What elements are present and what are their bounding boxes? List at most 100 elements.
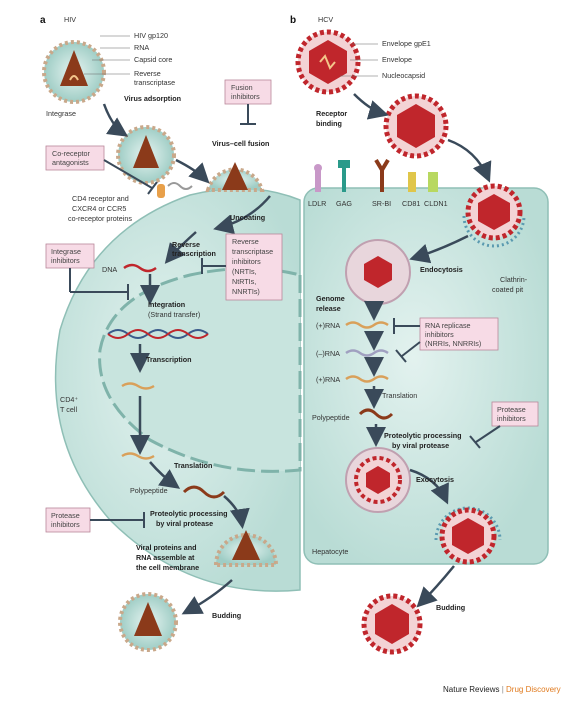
hiv-budding-label: Budding	[212, 611, 241, 620]
hcv-label: HCV	[318, 15, 333, 24]
hcv-receptors	[314, 158, 438, 192]
exocytosis-label: Exocytosis	[416, 475, 454, 484]
hiv-virion-budding	[118, 592, 178, 652]
virus-adsorption-label: Virus adsorption	[124, 94, 181, 103]
cd4-receptor-icon	[157, 182, 193, 198]
arrow-binding	[353, 93, 389, 120]
hiv-legend: HIV gp120 RNA Capsid core Reverse transc…	[84, 31, 175, 87]
hcv-polypeptide-label: Polypeptide	[312, 413, 350, 422]
receptor-binding-2: binding	[316, 119, 342, 128]
cd4-receptor-2: CXCR4 or CCR5	[72, 204, 126, 213]
rt-label-1: Reverse	[172, 240, 200, 249]
coreceptor-1: Co-receptor	[52, 149, 91, 158]
receptor-cd81: CD81	[402, 199, 420, 208]
rna-replicase-inhibitors-box: RNA replicase inhibitors (NRRIs, NNRRIs)	[393, 317, 499, 363]
coreceptor-antagonists-box: Co-receptor antagonists	[45, 145, 158, 195]
hcv-virion-top	[295, 29, 361, 95]
hpi-2: inhibitors	[51, 520, 80, 529]
hcv-virion-pit	[462, 183, 526, 248]
clathrin-2: coated pit	[492, 285, 523, 294]
rri-2: inhibitors	[425, 330, 454, 339]
cd4-receptor-3: co-receptor proteins	[68, 214, 132, 223]
hcv-polypeptide	[358, 408, 394, 420]
hiv-label: HIV	[64, 15, 76, 24]
hpi-1: Protease	[51, 511, 80, 520]
rna-minus	[345, 349, 389, 357]
arrow-endocytosis	[409, 234, 469, 264]
hiv-translation-label: Translation	[174, 461, 212, 470]
rna-plus-2	[345, 375, 389, 383]
credit-section: Drug Discovery	[506, 685, 561, 694]
transcription-label: Transcription	[146, 355, 192, 364]
rna-plus	[345, 321, 389, 329]
hcv-virion-budded	[361, 593, 423, 655]
rti-4: (NRTIs,	[232, 267, 257, 276]
hcv-protease-inhibitors-box: Protease inhibitors	[469, 401, 539, 449]
hcv-legend: Envelope gpE1 Envelope Nucleocapsid	[340, 39, 431, 80]
hiv-polypeptide	[182, 485, 226, 499]
hiv-virion-top	[42, 40, 106, 104]
mrna-1	[121, 382, 155, 390]
rri-1: RNA replicase	[425, 321, 471, 330]
legend-envelope: Envelope	[382, 55, 412, 64]
clathrin-1: Clathrin-	[500, 275, 528, 284]
dna-strand	[123, 263, 157, 273]
hcv-virion-exiting	[434, 506, 502, 565]
hcv-budding-label: Budding	[436, 603, 465, 612]
hiv-virion-assembling	[213, 530, 279, 567]
fusion-inhibitors-1: Fusion	[231, 83, 253, 92]
cpi-1: Protease	[497, 405, 526, 414]
hcv-translation-label: Translation	[382, 391, 417, 400]
rna-plus-label: (+)RNA	[316, 321, 340, 330]
coreceptor-2: antagonists	[52, 158, 89, 167]
ii-1: Integrase	[51, 247, 81, 256]
rti-1: Reverse	[232, 237, 259, 246]
legend-rt-2: transcriptase	[134, 78, 175, 87]
rti-6: NNRTIs)	[232, 287, 260, 296]
arrow-translation	[149, 461, 181, 489]
receptor-srbi: SR-BI	[372, 199, 391, 208]
legend-gp120: HIV gp120	[134, 31, 168, 40]
arrow-uncoating	[213, 195, 271, 235]
integration-1: Integration	[148, 300, 185, 309]
assemble-3: the cell membrane	[136, 563, 199, 572]
panel-a-label: a	[40, 15, 46, 26]
genome-release-1: Genome	[316, 294, 345, 303]
hiv-virion-fusing	[205, 162, 265, 192]
arrow-adsorption	[102, 103, 129, 137]
receptor-cldn1: CLDN1	[424, 199, 448, 208]
rri-3: (NRRIs, NNRRIs)	[425, 339, 481, 348]
integration-2: (Strand transfer)	[148, 310, 200, 319]
ii-2: inhibitors	[51, 256, 80, 265]
integrase-inhibitors-box: Integrase inhibitors	[45, 243, 129, 300]
hcv-endosome	[345, 239, 411, 305]
integrated-dna	[107, 329, 209, 339]
hiv-proteolytic-2: by viral protease	[156, 519, 213, 528]
hepatocyte	[303, 187, 549, 565]
credit-journal: Nature Reviews	[443, 685, 499, 694]
rti-2: transcriptase	[232, 247, 273, 256]
hiv-proteolytic-1: Proteolytic processing	[150, 509, 228, 518]
rna-plus2-label: (+)RNA	[316, 375, 340, 384]
hiv-protease-inhibitors-box: Protease inhibitors	[45, 507, 145, 533]
assemble-2: RNA assemble at	[136, 553, 195, 562]
rt-inhibitors-box: Reverse transcriptase inhibitors (NRTIs,…	[201, 233, 283, 301]
rti-3: inhibitors	[232, 257, 261, 266]
legend-rna: RNA	[134, 43, 149, 52]
arrow-exocytosis	[409, 468, 449, 505]
hcv-proteolytic-1: Proteolytic processing	[384, 431, 462, 440]
integrase-label: Integrase	[46, 109, 76, 118]
mrna-2	[121, 452, 155, 460]
legend-rt-1: Reverse	[134, 69, 161, 78]
hiv-polypeptide-label: Polypeptide	[130, 486, 168, 495]
hcv-virion-binding	[383, 93, 449, 159]
legend-capsid: Capsid core	[134, 55, 172, 64]
assemble-1: Viral proteins and	[136, 543, 197, 552]
endocytosis-label: Endocytosis	[420, 265, 463, 274]
genome-release-2: release	[316, 304, 341, 313]
panel-b-label: b	[290, 15, 296, 26]
arrow-assembly	[223, 495, 250, 529]
arrow-budding-hcv	[416, 565, 455, 608]
cpi-2: inhibitors	[497, 414, 526, 423]
